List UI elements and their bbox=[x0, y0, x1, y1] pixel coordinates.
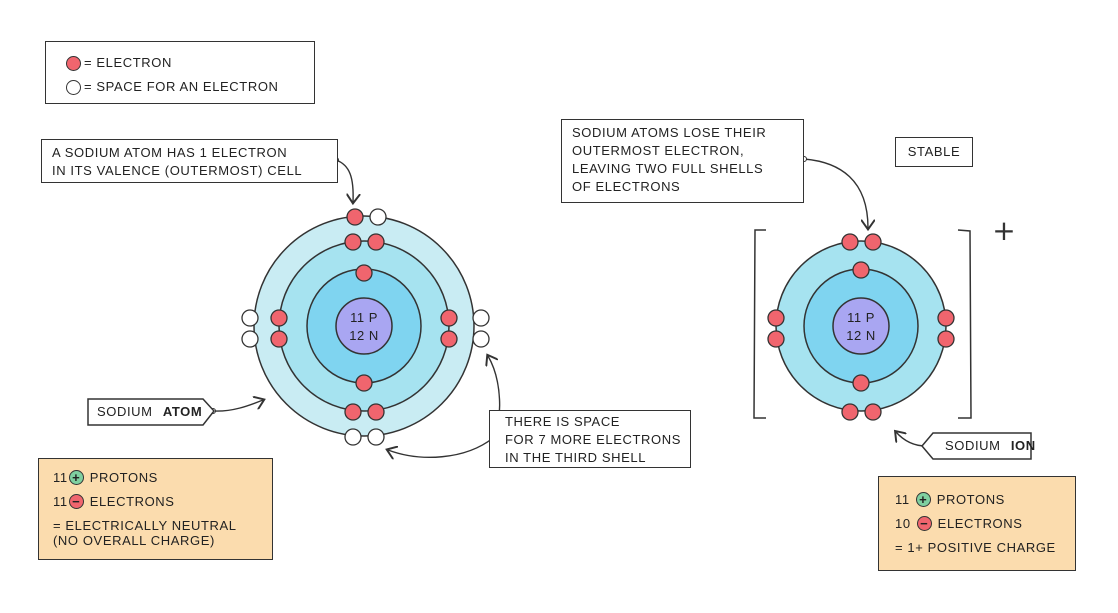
atom-charge-note: (NO OVERALL CHARGE) bbox=[53, 533, 215, 548]
ion-electrons-row: 10 − ELECTRONS bbox=[895, 511, 1075, 535]
atom-tag-prefix: SODIUM bbox=[97, 404, 153, 419]
valence-callout-line-1: A SODIUM ATOM HAS 1 ELECTRON bbox=[52, 145, 288, 160]
electron bbox=[367, 403, 385, 421]
electron bbox=[937, 309, 955, 327]
ion-electrons-label: ELECTRONS bbox=[937, 515, 1023, 531]
sodium-atom-diagram: 11 P 12 N bbox=[241, 208, 490, 446]
lose-electron-line-3: LEAVING TWO FULL SHELLS bbox=[572, 161, 764, 176]
lose-electron-arrow bbox=[803, 158, 868, 228]
legend-box: = ELECTRON = SPACE FOR AN ELECTRON bbox=[45, 41, 315, 104]
ion-info-box: 11 + PROTONS 10 − ELECTRONS = 1+ POSITIV… bbox=[878, 476, 1076, 571]
atom-tag: SODIUM ATOM bbox=[97, 403, 202, 421]
lose-electron-line-4: OF ELECTRONS bbox=[572, 179, 681, 194]
electron bbox=[346, 208, 364, 226]
electron bbox=[355, 374, 373, 392]
stable-label: STABLE bbox=[895, 137, 973, 167]
ion-tag-prefix: SODIUM bbox=[945, 438, 1001, 453]
electron bbox=[367, 233, 385, 251]
ion-protons-count: 11 bbox=[895, 491, 910, 507]
ion-electrons-count: 10 bbox=[895, 515, 911, 531]
atom-nucleus-protons: 11 P bbox=[350, 310, 378, 325]
electron-space bbox=[344, 428, 362, 446]
legend-electron-label: = ELECTRON bbox=[84, 55, 172, 70]
electron bbox=[841, 403, 859, 421]
lose-electron-callout: SODIUM ATOMS LOSE THEIR OUTERMOST ELECTR… bbox=[561, 119, 804, 203]
plus-icon: + bbox=[68, 469, 84, 485]
electron-space bbox=[241, 330, 259, 348]
ion-nucleus-neutrons: 12 N bbox=[846, 328, 875, 343]
lose-electron-line-1: SODIUM ATOMS LOSE THEIR bbox=[572, 125, 767, 140]
lose-electron-line-2: OUTERMOST ELECTRON, bbox=[572, 143, 745, 158]
ion-charge-line: = 1+ POSITIVE CHARGE bbox=[895, 539, 1056, 555]
electron bbox=[767, 309, 785, 327]
ion-tag-bold: ION bbox=[1010, 438, 1036, 453]
electron bbox=[767, 330, 785, 348]
atom-tag-bold: ATOM bbox=[162, 404, 203, 419]
ion-nucleus-protons: 11 P bbox=[847, 310, 875, 325]
electron bbox=[864, 233, 882, 251]
ion-protons-label: PROTONS bbox=[936, 491, 1005, 507]
sodium-ion-diagram: 11 P 12 N bbox=[767, 233, 955, 421]
atom-electrons-row: 11 − ELECTRONS bbox=[53, 489, 272, 513]
ion-tag-arrow bbox=[896, 432, 927, 447]
electron bbox=[344, 403, 362, 421]
electron bbox=[937, 330, 955, 348]
electron-space bbox=[472, 309, 490, 327]
minus-icon: − bbox=[68, 493, 84, 509]
atom-info-box: 11 + PROTONS 11 − ELECTRONS = ELECTRICAL… bbox=[38, 458, 273, 560]
atom-nucleus-neutrons: 12 N bbox=[349, 328, 378, 343]
electron-space bbox=[472, 330, 490, 348]
plus-icon: + bbox=[915, 491, 931, 507]
electron bbox=[852, 374, 870, 392]
space-callout-arrow-left bbox=[388, 437, 494, 457]
ion-bracket-right bbox=[957, 229, 972, 419]
atom-protons-row: 11 + PROTONS bbox=[53, 465, 272, 489]
electron bbox=[841, 233, 859, 251]
ion-protons-row: 11 + PROTONS bbox=[895, 487, 1075, 511]
ion-tag-shape bbox=[921, 432, 1032, 460]
space-callout-line-1: THERE IS SPACE bbox=[505, 414, 621, 429]
electron bbox=[355, 264, 373, 282]
legend-space-label: = SPACE FOR AN ELECTRON bbox=[84, 79, 279, 94]
electron-icon bbox=[66, 55, 81, 71]
electron-space bbox=[367, 428, 385, 446]
legend-space-row: = SPACE FOR AN ELECTRON bbox=[66, 76, 314, 98]
space-callout-line-3: IN THE THIRD SHELL bbox=[505, 450, 647, 465]
minus-icon: − bbox=[916, 515, 932, 531]
valence-callout-line-2: IN ITS VALENCE (OUTERMOST) CELL bbox=[52, 163, 303, 178]
legend-electron-row: = ELECTRON bbox=[66, 52, 314, 74]
electron-space-icon bbox=[66, 79, 81, 95]
ion-bracket-left bbox=[753, 229, 766, 419]
electron bbox=[270, 309, 288, 327]
atom-protons-label: PROTONS bbox=[89, 469, 158, 485]
ion-charge-symbol: + bbox=[992, 214, 1015, 247]
electron-space bbox=[241, 309, 259, 327]
electron-space bbox=[369, 208, 387, 226]
atom-tag-shape bbox=[87, 398, 215, 426]
valence-callout-arrow bbox=[335, 159, 353, 202]
electron bbox=[344, 233, 362, 251]
atom-tag-arrow bbox=[212, 400, 263, 412]
electron bbox=[864, 403, 882, 421]
electron bbox=[270, 330, 288, 348]
electron bbox=[440, 330, 458, 348]
ion-tag: SODIUM ION bbox=[945, 437, 1036, 455]
atom-electrons-count: 11 bbox=[53, 493, 68, 509]
atom-electrons-label: ELECTRONS bbox=[89, 493, 175, 509]
electron bbox=[852, 261, 870, 279]
atom-neutral-line: = ELECTRICALLY NEUTRAL bbox=[53, 517, 237, 533]
stable-text: STABLE bbox=[907, 144, 961, 159]
atom-nucleus bbox=[335, 297, 393, 355]
space-callout-line-2: FOR 7 MORE ELECTRONS bbox=[505, 432, 681, 447]
electron bbox=[440, 309, 458, 327]
atom-protons-count: 11 bbox=[53, 469, 68, 485]
space-callout: THERE IS SPACE FOR 7 MORE ELECTRONS IN T… bbox=[489, 410, 691, 468]
valence-callout: A SODIUM ATOM HAS 1 ELECTRON IN ITS VALE… bbox=[41, 139, 338, 183]
ion-nucleus bbox=[832, 297, 890, 355]
